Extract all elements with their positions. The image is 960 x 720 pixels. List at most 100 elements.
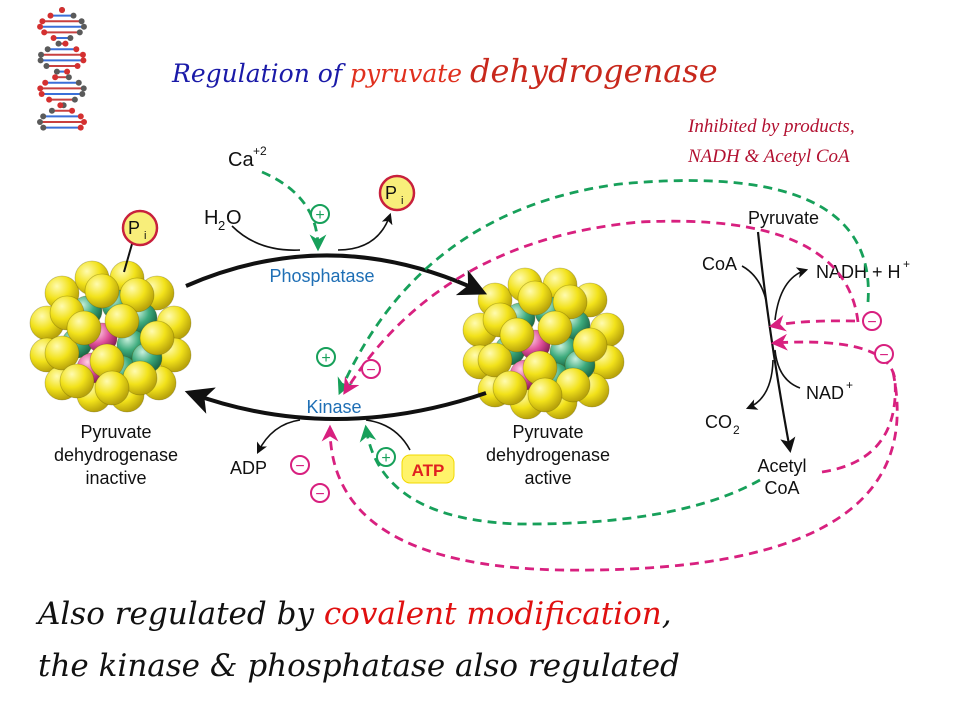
title-part-1: Regulation of: [172, 59, 351, 88]
dna-backbone-atom: [65, 74, 72, 81]
dna-backbone-atom: [50, 35, 57, 41]
badge-acetylcoa-minus-sign: −: [879, 347, 888, 364]
dna-backbone-atom: [78, 18, 85, 25]
dna-backbone-atom: [43, 63, 50, 69]
yellow-subunit: [59, 363, 95, 399]
yellow-subunit: [492, 370, 528, 406]
nadh-activates-kinase-line: [343, 219, 860, 395]
water-h: H: [204, 207, 218, 229]
activation-arrow: [185, 253, 488, 296]
calcium-charge: +2: [253, 144, 267, 158]
badge-lower-minus-sign: −: [315, 486, 324, 503]
dna-backbone-atom: [73, 46, 80, 53]
calcium-activation-line: [261, 170, 327, 252]
water-in-arrow: [231, 225, 301, 251]
dna-backbone-atom: [79, 91, 86, 97]
pyruvate-inhibits-kinase-line: [337, 179, 870, 396]
dna-backbone-atom: [48, 107, 55, 114]
inhibition-note-line-2: NADH & Acetyl CoA: [688, 146, 850, 167]
pi-released-p: P: [385, 183, 397, 203]
water-sub: 2: [218, 218, 225, 233]
pdh-active-complex: [462, 267, 625, 420]
badge-kinase-plus: +: [316, 347, 336, 367]
acetylcoa-activates-kinase-line: [359, 424, 761, 526]
caption-line-2: the kinase & phosphatase also regulated: [38, 648, 680, 684]
water-o: O: [226, 207, 242, 229]
dna-backbone-atom: [44, 46, 51, 53]
pi-bound-icon: P i: [121, 209, 159, 247]
acetylcoa-product-inhibition-line: [770, 333, 897, 474]
pdh-reaction-arrow: [756, 231, 796, 454]
yellow-subunit: [119, 277, 155, 313]
adp-out-arrow: [256, 419, 301, 455]
dna-backbone-atom: [37, 23, 44, 30]
dna-backbone-atom: [59, 7, 65, 13]
dna-backbone-atom: [40, 124, 47, 131]
caption-covalent-modification: covalent modification: [323, 596, 662, 632]
atp-highlight: [401, 454, 455, 484]
nadh-out-arrow: [774, 267, 809, 321]
dna-backbone-atom: [38, 51, 45, 58]
nadh-product-inhibition-line: [768, 314, 856, 332]
yellow-subunit: [527, 377, 563, 413]
badge-kinase-minus-sign: −: [366, 362, 375, 379]
dna-backbone-atom: [37, 57, 44, 64]
badge-atp-plus-sign: +: [381, 450, 390, 467]
coa-label: CoA: [702, 254, 737, 274]
pdh-active-line-1: Pyruvate: [512, 422, 583, 442]
pi-bound-sub: i: [144, 230, 146, 242]
dna-backbone-atom: [42, 79, 49, 86]
badge-calcium-plus-sign: +: [315, 207, 324, 224]
title-part-3: dehydrogenase: [470, 52, 718, 90]
dna-backbone-atom: [77, 124, 84, 131]
dna-backbone-atom: [37, 85, 44, 92]
acetyl-coa-label: CoA: [764, 478, 799, 498]
co2-out-arrow: [745, 359, 774, 410]
nad-label: NAD: [806, 383, 844, 403]
dna-backbone-atom: [70, 12, 77, 19]
badge-nadh-minus-sign: −: [867, 314, 876, 331]
badge-lower-minus: −: [310, 483, 330, 503]
pi-released-icon: P i: [378, 174, 416, 212]
badge-nadh-minus: −: [862, 311, 882, 331]
nad-charge: +: [846, 378, 853, 392]
pdh-active-line-2: dehydrogenase: [486, 445, 610, 465]
dna-backbone-atom: [41, 29, 48, 36]
nadh-charge: +: [903, 257, 910, 271]
dna-backbone-atom: [69, 107, 76, 114]
badge-atp-plus: +: [376, 447, 396, 467]
calcium-label: Ca: [228, 149, 254, 171]
yellow-subunit: [104, 303, 140, 339]
co2-label: CO: [705, 412, 732, 432]
acetyl-label: Acetyl: [757, 456, 806, 476]
pdh-inactive-complex: [29, 260, 192, 413]
pdh-active-line-3: active: [524, 468, 571, 488]
caption-line-1-end: ,: [661, 596, 672, 632]
dna-backbone-atom: [40, 113, 47, 120]
adp-label: ADP: [230, 458, 267, 478]
dna-backbone-atom: [80, 119, 87, 125]
inhibition-note-line-1: Inhibited by products,: [688, 116, 855, 137]
badge-kinase-minus: −: [361, 359, 381, 379]
badge-acetylcoa-minus: −: [874, 344, 894, 364]
dna-backbone-atom: [80, 57, 87, 64]
phosphatase-label: Phosphatase: [269, 266, 374, 286]
yellow-subunit: [572, 327, 608, 363]
dna-backbone-atom: [53, 68, 60, 75]
pdh-inactive-line-3: inactive: [85, 468, 146, 488]
dna-backbone-atom: [39, 18, 46, 25]
dna-backbone-atom: [71, 96, 78, 103]
pi-released-sub: i: [401, 195, 403, 207]
caption-line-1: Also regulated by covalent modification,: [38, 596, 938, 632]
kinase-label: Kinase: [306, 397, 361, 417]
dna-backbone-atom: [57, 102, 64, 109]
dna-backbone-atom: [46, 96, 53, 103]
yellow-subunit: [552, 284, 588, 320]
pi-release-arrow: [337, 212, 393, 251]
inhibition-note: Inhibited by products, NADH & Acetyl CoA: [688, 112, 948, 172]
pyruvate-label: Pyruvate: [748, 208, 819, 228]
dna-backbone-atom: [37, 119, 44, 125]
badge-calcium-plus: +: [310, 204, 330, 224]
dna-backbone-atom: [55, 40, 62, 47]
